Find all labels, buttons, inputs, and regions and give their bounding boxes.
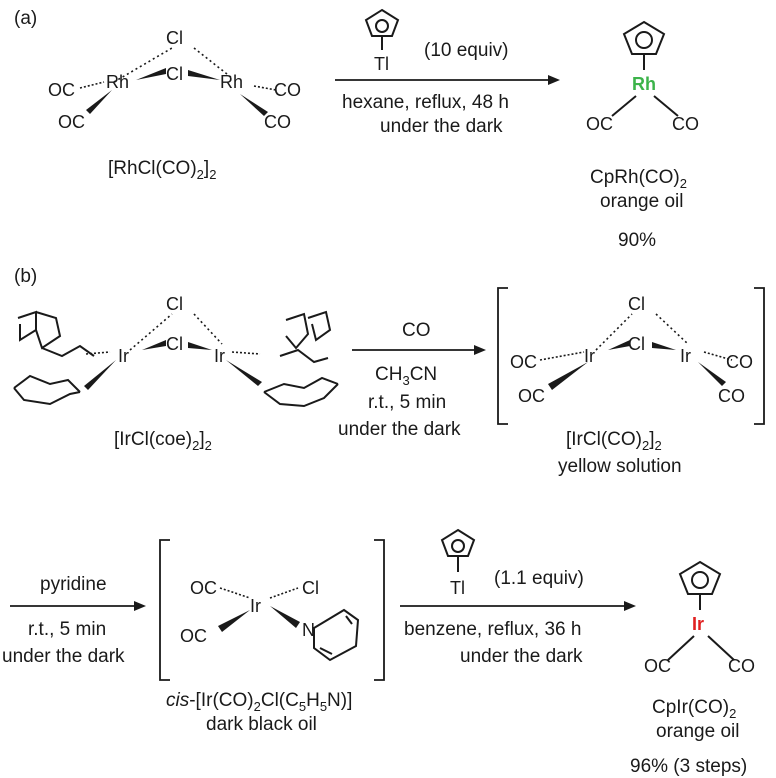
step3-conditions-line2: under the dark [460,646,583,667]
reaction-arrow-step1 [352,345,486,355]
cptl-reagent-a: Tl [364,8,400,74]
atom-ir-product: Ir [692,614,704,634]
reagent-equiv-a: (10 equiv) [424,40,509,61]
cpir-product-name: CpIr(CO)2 [652,697,736,721]
panel-a-label: (a) [14,8,37,29]
step3-conditions-line1: benzene, reflux, 36 h [404,619,581,640]
atom-tl-step3: Tl [450,578,465,598]
atom-n-py: N [302,620,315,640]
ligand-co-ir-right-upper: CO [726,352,753,372]
cpir-yield: 96% (3 steps) [630,756,747,777]
ligand-co-ir-product-left: OC [644,656,671,676]
ligand-co-right-upper: CO [274,80,301,100]
cptl-reagent-step3: Tl [440,528,476,598]
step3-equiv: (1.1 equiv) [494,568,584,589]
atom-ir-coe-left: Ir [118,346,129,366]
conditions-a-line2: under the dark [380,116,503,137]
reaction-arrow-a [335,75,560,85]
ir-co-dimer-appearance: yellow solution [558,456,682,477]
atom-cl-bridge-mid: Cl [166,64,183,84]
panel-b-label: (b) [14,266,37,287]
ir-pyridine-appearance: dark black oil [206,714,317,735]
atom-cl-coe-mid: Cl [166,334,183,354]
step2-dark: under the dark [2,646,125,667]
reaction-arrow-step2 [10,601,146,611]
ir-pyridine-structure: OC OC Ir Cl N [180,578,360,662]
ir-co-dimer-name: [IrCl(CO)2]2 [566,429,662,453]
bracket-intermediate1 [497,287,765,425]
cprh-appearance: orange oil [600,191,683,212]
atom-rh-right: Rh [220,72,243,92]
ligand-co-ir-right-lower: CO [718,386,745,406]
ligand-co-rh-right: CO [672,114,699,134]
atom-rh-left: Rh [106,72,129,92]
rh-dimer-name: [RhCl(CO)2]2 [108,158,216,182]
ir-coe-dimer-name: [IrCl(coe)2]2 [114,429,212,453]
cprh-yield: 90% [618,230,656,251]
cpir-appearance: orange oil [656,721,739,742]
atom-tl-a: Tl [374,54,389,74]
rh-dimer-structure: Cl Cl Rh Rh OC OC CO CO [48,28,301,132]
atom-ir-co-left: Ir [584,346,595,366]
cprh-product-name: CpRh(CO)2 [590,167,687,191]
ligand-co-ir-left-lower: OC [518,386,545,406]
atom-cl-py: Cl [302,578,319,598]
atom-cl-co-top: Cl [628,294,645,314]
ligand-co-right-lower: CO [264,112,291,132]
step2-time: r.t., 5 min [28,619,106,640]
ligand-co-ir-left-upper: OC [510,352,537,372]
atom-cl-co-mid: Cl [628,334,645,354]
step1-time: r.t., 5 min [368,392,446,413]
reaction-arrow-step3 [400,601,636,611]
step1-dark: under the dark [338,419,461,440]
atom-ir-py: Ir [250,596,261,616]
ligand-co-ir-product-right: CO [728,656,755,676]
ligand-co-rh-left: OC [586,114,613,134]
cpir-product-structure: Ir OC CO [644,560,755,676]
ir-pyridine-name: cis-[Ir(CO)2Cl(C5H5N)] [166,690,352,714]
atom-rh-product: Rh [632,74,656,94]
bracket-intermediate2 [159,539,385,681]
ir-coe-dimer-structure: Cl Cl Ir Ir [13,294,339,408]
atom-ir-co-right: Ir [680,346,691,366]
atom-cl-bridge-top: Cl [166,28,183,48]
ligand-co-py-upper: OC [190,578,217,598]
atom-cl-coe-top: Cl [166,294,183,314]
ligand-co-left-upper: OC [48,80,75,100]
ir-co-dimer-structure: Cl Cl Ir Ir OC OC CO CO [510,294,753,406]
atom-ir-coe-right: Ir [214,346,225,366]
ligand-co-py-lower: OC [180,626,207,646]
step1-reagent: CO [402,320,431,341]
ligand-co-left-lower: OC [58,112,85,132]
step2-reagent: pyridine [40,574,107,595]
step1-solvent: CH3CN [375,364,437,388]
conditions-a-line1: hexane, reflux, 48 h [342,92,509,113]
cprh-product-structure: Rh OC CO [586,20,699,134]
